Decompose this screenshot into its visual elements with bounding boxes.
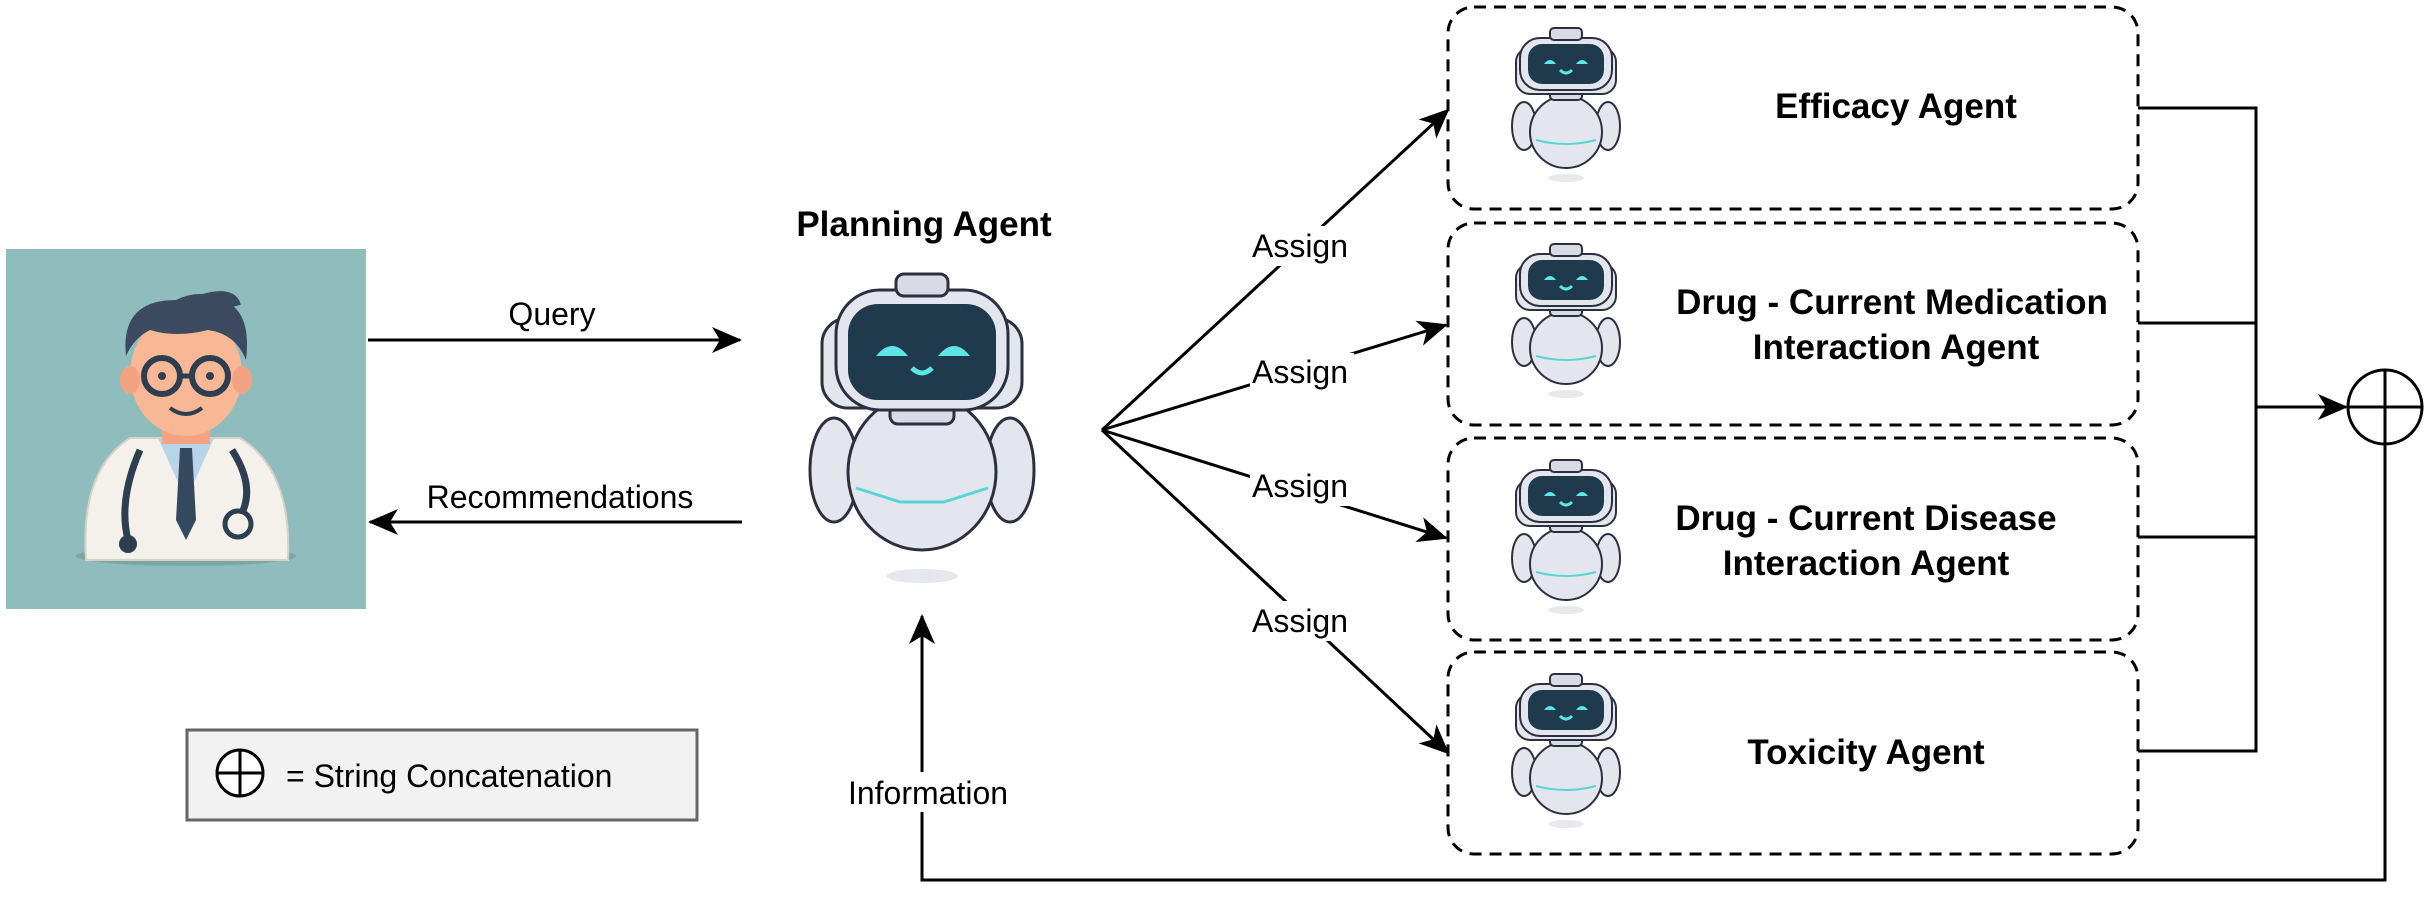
recommendations-label: Recommendations [427, 479, 694, 515]
legend-box: = String Concatenation [185, 728, 699, 822]
agent-box-drug-medication: Drug - Current Medication Interaction Ag… [1446, 221, 2140, 427]
assign-arrows [1100, 108, 1450, 755]
agent-label: Efficacy Agent [1775, 87, 2017, 126]
agent-box-efficacy: Efficacy Agent [1446, 5, 2140, 211]
circled-plus-icon [215, 748, 265, 798]
agent-box-toxicity: Toxicity Agent [1446, 650, 2140, 856]
assign-label-4: Assign [1252, 603, 1348, 639]
assign-label-2: Assign [1252, 354, 1348, 390]
planning-agent-title: Planning Agent [796, 205, 1052, 244]
planning-agent-robot-icon [808, 272, 1036, 583]
assign-label-3: Assign [1252, 468, 1348, 504]
agent-label: Toxicity Agent [1747, 733, 1985, 772]
information-feedback-arrow [909, 444, 2387, 882]
agent-box-drug-disease: Drug - Current Disease Interaction Agent [1446, 436, 2140, 642]
concatenation-circle-icon [2346, 368, 2424, 446]
agent-label-line2: Interaction Agent [1723, 544, 2010, 583]
assign-label-1: Assign [1252, 228, 1348, 264]
merge-connectors [2138, 106, 2348, 753]
agent-label: Drug - Current Disease [1675, 499, 2056, 538]
information-label: Information [848, 775, 1008, 811]
agent-label: Drug - Current Medication [1676, 283, 2108, 322]
agent-label-line2: Interaction Agent [1753, 328, 2040, 367]
legend-text: = String Concatenation [286, 758, 612, 794]
doctor-avatar [6, 249, 366, 609]
query-label: Query [508, 296, 595, 332]
